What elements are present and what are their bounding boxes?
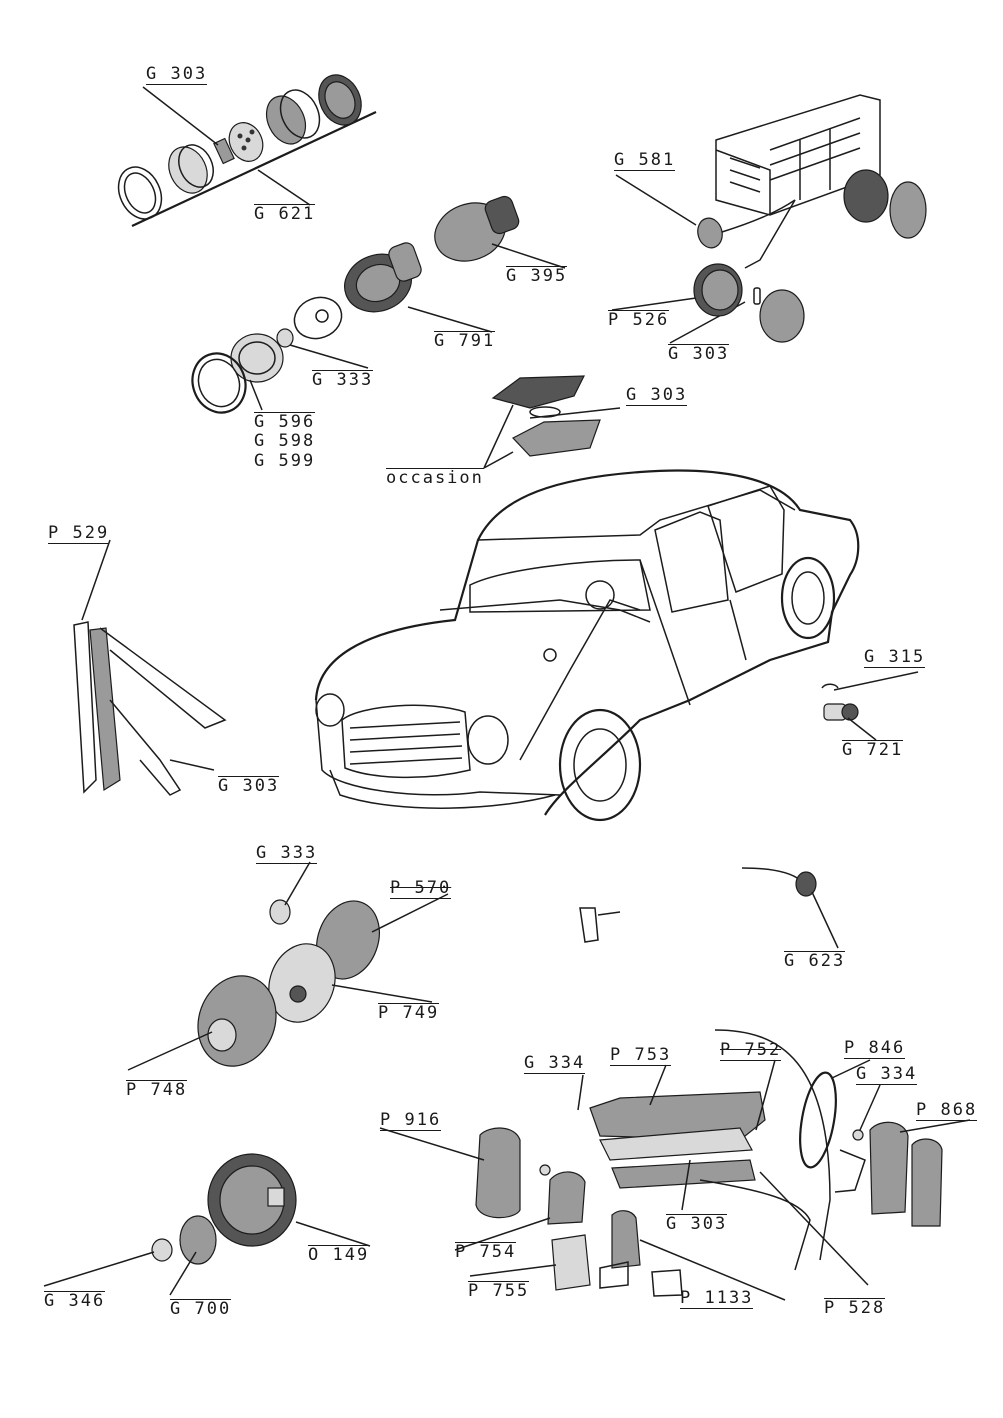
label-g346: G 346 bbox=[44, 1291, 106, 1311]
lamp-o149 bbox=[151, 1153, 297, 1265]
label-g791: G 791 bbox=[434, 331, 496, 351]
round-lamp-assembly bbox=[197, 899, 380, 1067]
plate-lamp bbox=[491, 375, 601, 457]
label-g623: G 623 bbox=[784, 951, 846, 971]
label-g621: G 621 bbox=[254, 204, 316, 224]
label-g303-e: G 303 bbox=[666, 1214, 728, 1234]
label-p916: P 916 bbox=[380, 1110, 442, 1131]
label-g721: G 721 bbox=[842, 740, 904, 760]
label-g303-d: G 303 bbox=[218, 776, 280, 796]
label-p755: P 755 bbox=[468, 1281, 530, 1301]
label-g581: G 581 bbox=[614, 150, 676, 171]
label-p570: P 570 bbox=[390, 878, 452, 899]
front-lamp-assembly bbox=[191, 195, 520, 414]
label-p528: P 528 bbox=[824, 1298, 886, 1318]
label-g333-a: G 333 bbox=[312, 370, 374, 390]
leader-lines-bottom bbox=[43, 539, 971, 1301]
small-bulb-holder bbox=[821, 683, 859, 721]
trailer-lights bbox=[693, 94, 927, 343]
label-p754: P 754 bbox=[455, 1242, 517, 1262]
label-p526: P 526 bbox=[608, 310, 670, 330]
bracket-and-socket bbox=[579, 867, 817, 943]
label-g303-b: G 303 bbox=[668, 344, 730, 364]
label-p868: P 868 bbox=[916, 1100, 978, 1121]
label-g700: G 700 bbox=[170, 1299, 232, 1319]
side-marker-lamp bbox=[73, 621, 227, 796]
top-lamp-assembly bbox=[117, 74, 377, 227]
label-p529: P 529 bbox=[48, 523, 110, 544]
car-body bbox=[314, 469, 860, 822]
label-g596: G 596 bbox=[254, 412, 316, 432]
label-o149: O 149 bbox=[308, 1245, 370, 1265]
label-g334-b: G 334 bbox=[856, 1064, 918, 1085]
label-occasion: occasion bbox=[386, 468, 484, 488]
label-g598: G 598 bbox=[254, 431, 316, 451]
label-p748: P 748 bbox=[126, 1080, 188, 1100]
label-g303-a: G 303 bbox=[146, 64, 208, 85]
label-p749: P 749 bbox=[378, 1003, 440, 1023]
label-g315: G 315 bbox=[864, 647, 926, 668]
label-g395: G 395 bbox=[506, 266, 568, 286]
rear-lamp-assembly bbox=[475, 1029, 943, 1297]
label-p753: P 753 bbox=[610, 1045, 672, 1066]
label-p752: P 752 bbox=[720, 1040, 782, 1061]
label-g599: G 599 bbox=[254, 451, 316, 471]
label-g334-a: G 334 bbox=[524, 1053, 586, 1074]
label-p846: P 846 bbox=[844, 1038, 906, 1059]
label-g303-c: G 303 bbox=[626, 385, 688, 406]
label-g333-b: G 333 bbox=[256, 843, 318, 864]
label-p1133: P 1133 bbox=[680, 1288, 754, 1309]
